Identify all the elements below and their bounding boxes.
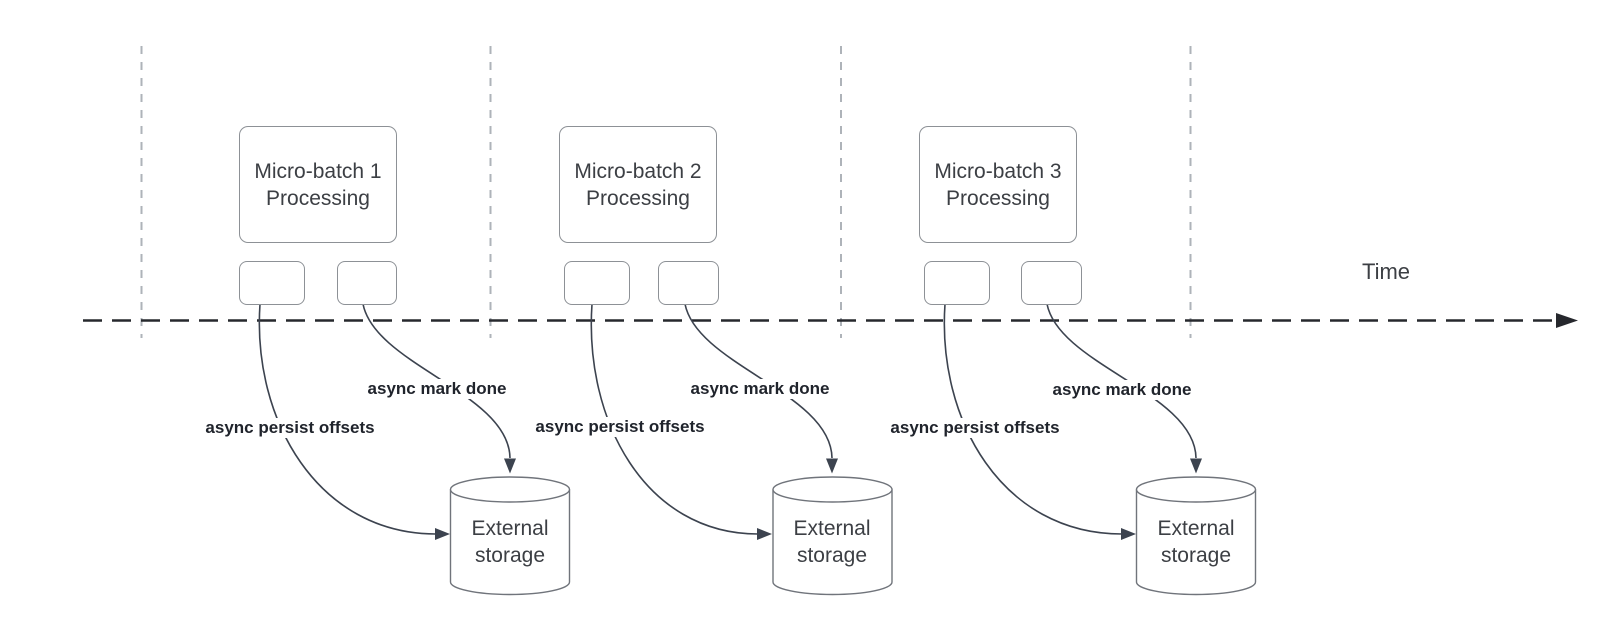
mark-done-label: async mark done	[365, 379, 509, 399]
mark-done-label: async mark done	[1050, 380, 1194, 400]
micro-batch-subtitle: Processing	[266, 186, 370, 210]
mark-done-label: async mark done	[688, 379, 832, 399]
micro-batch-1-processing-box: Micro-batch 1 Processing	[239, 126, 397, 243]
offset-commit-box	[239, 261, 305, 305]
micro-batch-3-processing-box: Micro-batch 3 Processing	[919, 126, 1077, 243]
persist-offsets-label: async persist offsets	[888, 418, 1062, 438]
mark-done-box	[337, 261, 397, 305]
micro-batch-subtitle: Processing	[946, 186, 1050, 210]
persist-offsets-label: async persist offsets	[203, 418, 377, 438]
external-storage-label-line1: External	[793, 517, 871, 540]
mark-done-box	[1021, 261, 1082, 305]
micro-batch-title: Micro-batch 1	[254, 159, 382, 183]
offset-commit-box	[924, 261, 990, 305]
micro-batch-2-processing-box: Micro-batch 2 Processing	[559, 126, 717, 243]
storage-cylinder	[1135, 476, 1257, 596]
external-storage-label: External storage	[793, 515, 870, 569]
timeline-arrowhead-icon	[1556, 313, 1578, 328]
offset-commit-box	[564, 261, 630, 305]
external-storage-label-line1: External	[471, 517, 549, 540]
mark-done-arrow	[1046, 303, 1202, 474]
external-storage-label-line1: External	[1157, 517, 1235, 540]
persist-offsets-label: async persist offsets	[533, 417, 707, 437]
external-storage-label: External storage	[471, 515, 548, 569]
persist-offsets-arrow	[590, 303, 772, 540]
storage-cylinder	[449, 476, 571, 596]
storage-cylinder	[772, 476, 893, 596]
mark-done-box	[658, 261, 719, 305]
micro-batch-title: Micro-batch 3	[934, 159, 1062, 183]
external-storage-label-line2: storage	[474, 544, 546, 567]
micro-batch-title: Micro-batch 2	[574, 159, 702, 183]
time-axis-label: Time	[1361, 259, 1411, 284]
external-storage-label-line2: storage	[1160, 544, 1232, 567]
persist-offsets-arrow	[943, 303, 1136, 540]
micro-batch-subtitle: Processing	[586, 186, 690, 210]
persist-offsets-arrow	[258, 303, 450, 540]
external-storage-label: External storage	[1157, 515, 1234, 569]
external-storage-label-line2: storage	[796, 544, 868, 567]
